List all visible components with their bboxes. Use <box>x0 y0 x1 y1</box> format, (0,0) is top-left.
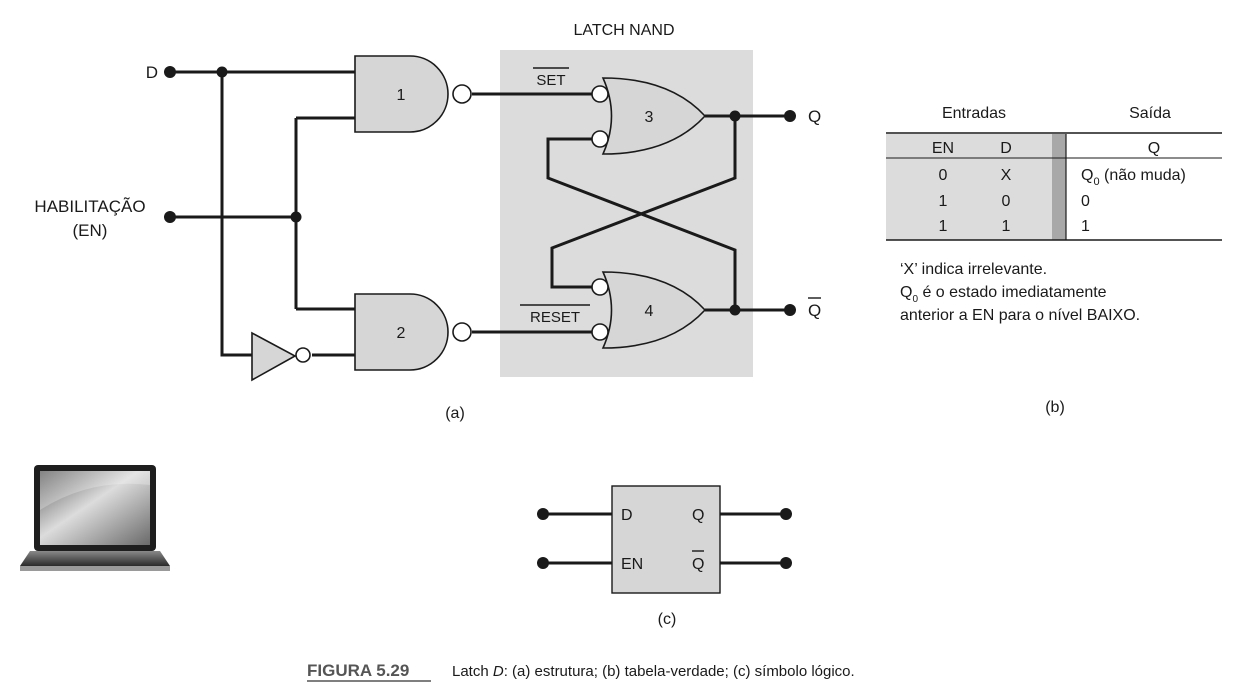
symbol-terminal-q <box>780 508 792 520</box>
figure-text-start: Latch <box>452 663 493 680</box>
nand-gate-1-bubble <box>452 84 472 104</box>
junction-en <box>290 211 302 223</box>
figure-text: Latch D: (a) estrutura; (b) tabela-verda… <box>452 663 855 680</box>
latch-title: LATCH NAND <box>573 22 674 39</box>
table-cell-q: Q0 (não muda) <box>1081 167 1186 188</box>
symbol-pin-qbar: Q <box>692 556 704 573</box>
terminal-en <box>164 211 176 223</box>
set-label: SET <box>536 72 565 89</box>
symbol-pin-en: EN <box>621 556 643 573</box>
caption-b: (b) <box>1045 399 1065 416</box>
or-gate-3-bubble-feedback <box>591 130 609 148</box>
laptop-keyboard-base <box>20 551 170 566</box>
table-header-en: EN <box>932 140 954 157</box>
or-gate-4 <box>601 271 707 349</box>
terminal-d <box>164 66 176 78</box>
table-cell-en: 1 <box>939 218 948 235</box>
gate-3-label: 3 <box>645 109 654 126</box>
table-cell-d: 1 <box>1002 218 1011 235</box>
table-separator-bar <box>1052 134 1066 240</box>
laptop-screen-glare <box>40 471 150 510</box>
table-note-1: ‘X’ indica irrelevante. <box>900 261 1047 278</box>
output-qbar-label: Q <box>808 301 821 320</box>
gate-2-label: 2 <box>397 325 406 342</box>
nand-gate-2-bubble <box>452 322 472 342</box>
logic-symbol: D EN Q Q (c) <box>537 485 792 628</box>
inverter-gate <box>251 331 297 382</box>
latch-diagram: LATCH NAND 1 2 3 4 <box>34 22 821 422</box>
or-gate-4-bubble-reset <box>591 323 609 341</box>
table-cell-q: 1 <box>1081 218 1090 235</box>
or-gate-3-bubble-set <box>591 85 609 103</box>
wire-d-to-inverter <box>220 72 252 357</box>
table-cell-q-note: (não muda) <box>1100 167 1186 184</box>
symbol-pin-d: D <box>621 507 633 524</box>
terminal-q <box>784 110 796 122</box>
figure-text-italic: D <box>493 663 504 680</box>
or-gate-3 <box>601 77 707 155</box>
nand-gate-1 <box>354 55 449 133</box>
table-note-2-q: Q <box>900 284 912 301</box>
table-cell-en: 1 <box>939 193 948 210</box>
figure-label: FIGURA 5.29 <box>307 661 409 680</box>
junction-qbar <box>729 304 741 316</box>
terminal-qbar <box>784 304 796 316</box>
table-group-inputs: Entradas <box>942 105 1006 122</box>
reset-label: RESET <box>530 309 580 326</box>
caption-c: (c) <box>658 611 677 628</box>
nand-gate-2 <box>354 293 449 371</box>
table-header-q: Q <box>1148 140 1160 157</box>
table-note-2: Q0 é o estado imediatamente <box>900 284 1107 305</box>
output-q-label: Q <box>808 107 821 126</box>
gate-4-label: 4 <box>645 303 654 320</box>
symbol-box <box>611 485 721 594</box>
table-note-3: anterior a EN para o nível BAIXO. <box>900 307 1140 324</box>
table-cell-d: X <box>1001 167 1012 184</box>
wire-feedback-qbar <box>546 137 737 310</box>
table-cell-q: 0 <box>1081 193 1090 210</box>
table-cell-q-symbol: Q <box>1081 167 1093 184</box>
junction-d <box>216 66 228 78</box>
input-en-label: HABILITAÇÃO <box>34 197 145 216</box>
wire-feedback-q <box>550 116 737 289</box>
table-note-2-subscript: 0 <box>912 294 918 305</box>
symbol-terminal-d <box>537 508 549 520</box>
inverter-bubble <box>295 347 311 363</box>
table-cell-d: 0 <box>1002 193 1011 210</box>
symbol-terminal-en <box>537 557 549 569</box>
truth-table: Entradas Saída EN D Q 0 X Q0 (não muda) … <box>886 105 1222 416</box>
input-d-label: D <box>146 63 158 82</box>
caption-a: (a) <box>445 405 465 422</box>
table-cell-q-subscript: 0 <box>1093 176 1099 188</box>
figure-text-end: : (a) estrutura; (b) tabela-verdade; (c)… <box>504 663 855 680</box>
junction-q <box>729 110 741 122</box>
laptop-icon <box>20 465 170 571</box>
gate-1-label: 1 <box>397 87 406 104</box>
table-header-d: D <box>1000 140 1012 157</box>
table-cell-en: 0 <box>939 167 948 184</box>
table-inputs-shade <box>886 134 1052 240</box>
input-en-sublabel: (EN) <box>73 221 108 240</box>
symbol-terminal-qbar <box>780 557 792 569</box>
laptop-screen <box>40 471 150 545</box>
symbol-pin-q: Q <box>692 507 704 524</box>
table-note-2-text: é o estado imediatamente <box>918 284 1107 301</box>
table-group-output: Saída <box>1129 105 1171 122</box>
or-gate-4-bubble-feedback <box>591 278 609 296</box>
figure-caption: FIGURA 5.29 Latch D: (a) estrutura; (b) … <box>307 661 855 682</box>
laptop-base-edge <box>20 566 170 571</box>
